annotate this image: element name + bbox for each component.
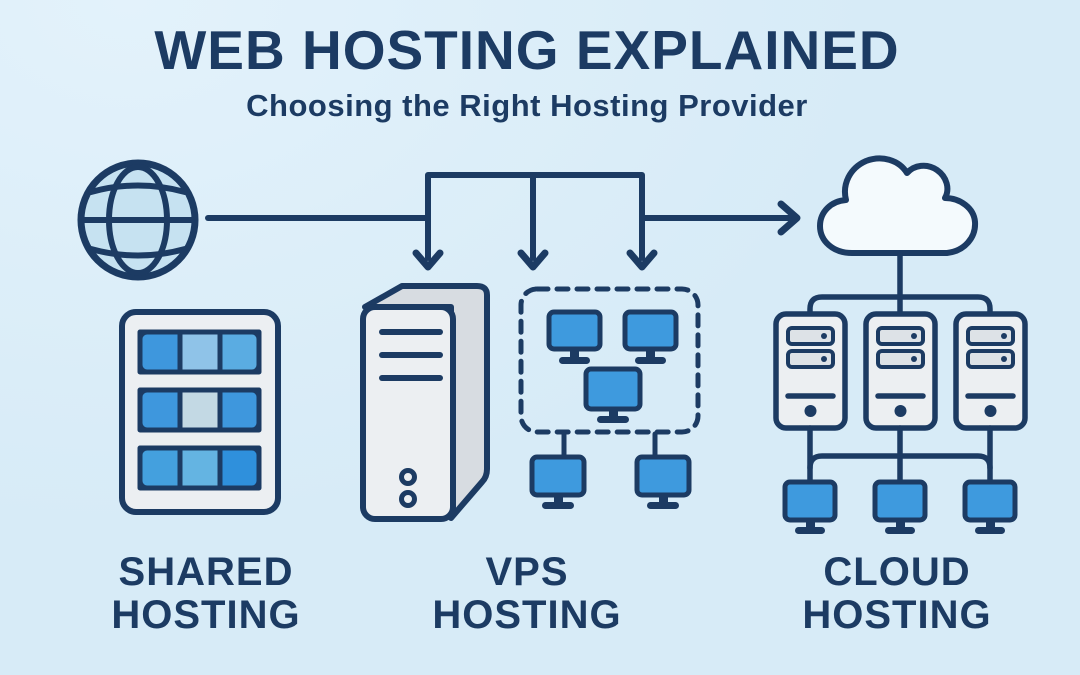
cloud-hosting-label-line2: HOSTING [802,593,992,637]
shared-hosting-label-line2: HOSTING [111,593,301,637]
shared-hosting-label: SHARED HOSTING [56,551,356,637]
monitor-icon [872,479,928,534]
monitor-icon [546,309,603,364]
cloud-hosting-label: CLOUD HOSTING [747,551,1047,637]
vps-hosting-label-line2: HOSTING [432,593,622,637]
tower-server-icon [953,311,1028,431]
monitor-icon [782,479,838,534]
monitor-icon [634,454,692,509]
arrow-right-icon [777,200,801,236]
dashed-box [518,286,701,435]
monitor-icon [622,309,679,364]
monitor-icon [962,479,1018,534]
vps-hosting-label: VPS HOSTING [377,551,677,637]
page-title: WEB HOSTING EXPLAINED [154,19,900,81]
tower-server-icon [773,311,848,431]
cloud-cluster [773,250,1028,534]
monitor-icon [583,366,643,423]
server-rack-icon [119,309,281,515]
monitor-icon [529,454,587,509]
vps-hosting-label-line1: VPS [485,550,569,594]
arrow-down-icon [626,249,658,271]
arrow-down-icon [517,249,549,271]
tower-server-icon [863,311,938,431]
cloud-hosting-label-line1: CLOUD [823,550,971,594]
globe-icon [77,159,199,281]
tower-server-icon [360,283,490,522]
flow-lines [205,172,801,271]
shared-hosting-label-line1: SHARED [118,550,294,594]
cloud-icon [817,155,979,256]
page-subtitle: Choosing the Right Hosting Provider [246,88,808,123]
arrow-down-icon [412,249,444,271]
virtual-machines-group [518,286,701,509]
